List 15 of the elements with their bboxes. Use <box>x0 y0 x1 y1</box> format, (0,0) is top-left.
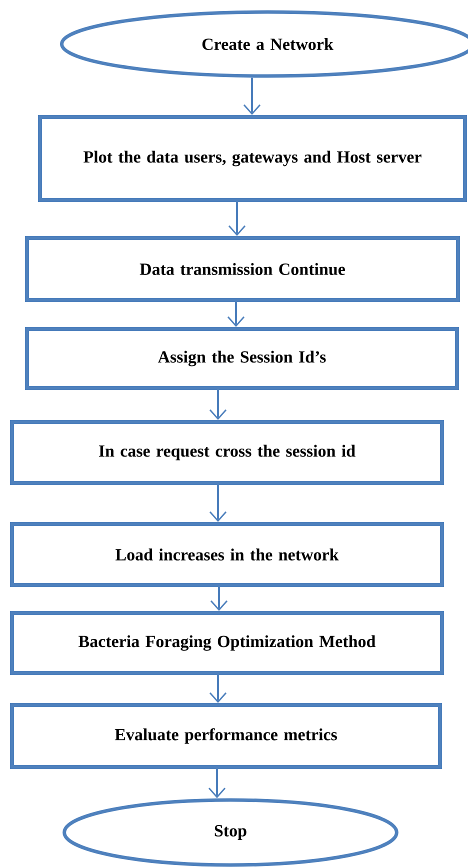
process-box: Bacteria Foraging Optimization Method <box>10 611 444 675</box>
arrow <box>209 675 227 703</box>
process-box: Evaluate performance metrics <box>10 703 442 769</box>
process-box: In case request cross the session id <box>10 420 444 485</box>
process-box: Data transmission Continue <box>25 236 460 302</box>
arrow <box>228 202 246 236</box>
arrow <box>210 587 228 611</box>
arrow <box>209 485 227 522</box>
arrow <box>208 769 226 798</box>
process-box: Load increases in the network <box>10 522 444 587</box>
arrow <box>227 302 245 327</box>
arrow <box>209 390 227 420</box>
arrow <box>243 78 261 116</box>
process-box: Plot the data users, gateways and Host server <box>38 115 467 202</box>
process-box: Assign the Session Id’s <box>25 327 459 390</box>
